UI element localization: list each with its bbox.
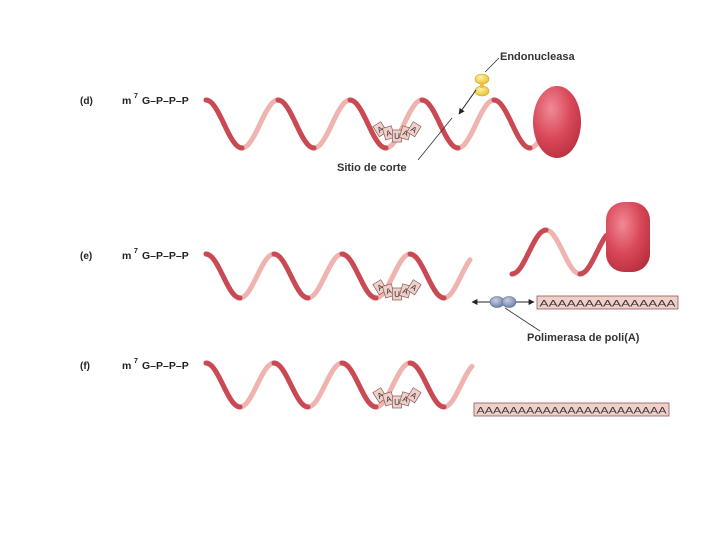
rna-ribbon-front — [339, 360, 379, 410]
svg-text:A: A — [402, 286, 410, 296]
rna-ribbon-front — [203, 97, 245, 151]
cap-chain: G–P–P–P — [142, 360, 189, 372]
cut-site-label: Sitio de corte — [337, 162, 407, 174]
cap-superscript: 7 — [134, 358, 138, 365]
rna-strand — [203, 360, 475, 410]
signal-nucleotide: A — [406, 387, 422, 404]
svg-text:A: A — [385, 128, 393, 138]
cut-site-pointer — [417, 117, 453, 161]
rna-ribbon-front — [509, 227, 549, 277]
cap-chain: G–P–P–P — [142, 95, 189, 107]
cleaved-rna-fragment — [509, 227, 609, 277]
polymerase-label: Polimerasa de poli(A) — [527, 332, 640, 344]
cap-chain: G–P–P–P — [142, 250, 189, 262]
rna-ribbon-front — [407, 360, 447, 410]
svg-text:A: A — [402, 128, 410, 138]
rna-strand — [203, 251, 473, 301]
rna-ribbon-front — [339, 251, 379, 301]
svg-text:U: U — [394, 398, 400, 407]
svg-text:A: A — [409, 124, 419, 135]
panel-letter: (f) — [80, 361, 90, 372]
svg-text:A: A — [376, 282, 386, 293]
rna-ribbon-back — [203, 251, 473, 301]
poly-a-sequence: AAAAAAAAAAAAAAA — [540, 299, 676, 309]
rna-ribbon-front — [271, 251, 311, 301]
rna-ribbon-front — [407, 251, 447, 301]
rna-ribbon-back — [509, 227, 609, 277]
signal-nucleotide: A — [381, 283, 396, 299]
cap-superscript: 7 — [134, 93, 138, 100]
rna-strand — [203, 97, 543, 151]
cleavage-protein-complex — [533, 86, 581, 158]
panel-letter: (d) — [80, 96, 93, 107]
rna-ribbon-back — [203, 97, 543, 151]
rna-ribbon-front — [203, 251, 243, 301]
svg-text:A: A — [376, 124, 386, 135]
endonuclease-icon — [474, 73, 490, 97]
cut-arrow — [458, 89, 477, 115]
svg-text:A: A — [409, 282, 419, 293]
cap-m: m — [122, 250, 131, 262]
svg-text:U: U — [394, 290, 400, 299]
cap-m: m — [122, 95, 131, 107]
svg-text:A: A — [409, 390, 419, 401]
svg-text:A: A — [385, 286, 393, 296]
signal-nucleotide: A — [381, 125, 396, 141]
svg-text:A: A — [385, 394, 393, 404]
signal-nucleotide: A — [406, 121, 422, 138]
cap-m: m — [122, 360, 131, 372]
svg-text:A: A — [402, 394, 410, 404]
rna-ribbon-front — [577, 233, 609, 277]
rna-ribbon-front — [203, 360, 243, 410]
panel-letter: (e) — [80, 251, 92, 262]
signal-nucleotide: A — [406, 279, 422, 296]
endonuclease-label: Endonucleasa — [500, 51, 575, 63]
rna-ribbon-front — [275, 97, 317, 151]
cap-superscript: 7 — [134, 248, 138, 255]
poly-a-sequence: AAAAAAAAAAAAAAAAAAAAAAA — [477, 406, 667, 416]
poly-a-tail: AAAAAAAAAAAAAAAAAAAAAAA — [473, 402, 670, 417]
svg-text:U: U — [394, 132, 400, 141]
cleavage-protein-complex — [606, 202, 650, 272]
rna-ribbon-front — [347, 97, 389, 151]
polymerase-pointer — [504, 307, 541, 332]
svg-text:A: A — [376, 390, 386, 401]
rna-ribbon-front — [419, 97, 461, 151]
rna-ribbon-back — [203, 360, 475, 410]
endonuclease-pointer — [484, 57, 500, 73]
rna-ribbon-front — [491, 97, 533, 151]
poly-a-tail: AAAAAAAAAAAAAAA — [536, 295, 679, 310]
polymerase-icon — [489, 296, 517, 308]
rna-ribbon-front — [271, 360, 311, 410]
